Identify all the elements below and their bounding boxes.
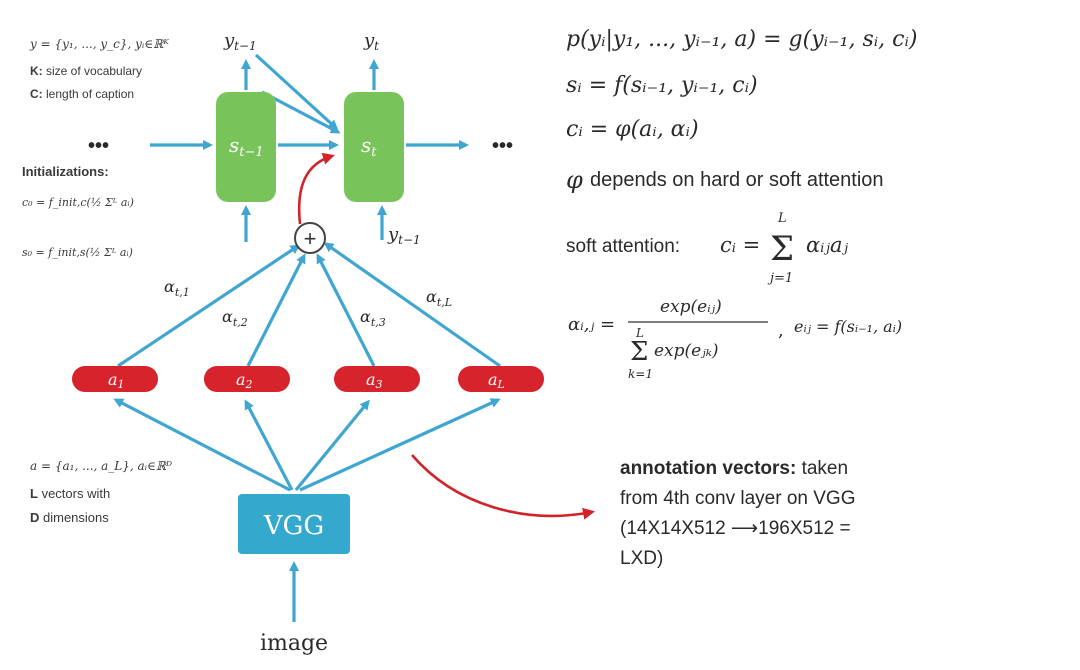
alpha-t3-label: αt,3 [360,307,386,329]
equation-output-prob: p(yᵢ|y₁, ..., yᵢ₋₁, a) = g(yᵢ₋₁, sᵢ, cᵢ) [566,27,918,52]
soft-attention-label: soft attention: [566,236,680,257]
dots-right: ••• [492,135,513,157]
context-sum-node: + [294,222,326,254]
alpha-t2-label: αt,2 [222,307,248,329]
vgg-label: VGG [263,511,324,541]
phi-symbol: φ [566,166,583,194]
equation-context: cᵢ = φ(aᵢ, αᵢ) [566,117,699,142]
rnn-cell-prev: st−1 [216,92,276,202]
annotation-node-a1-label: a1 [108,370,125,391]
annotation-set-notes: a = {a₁, ..., a_L}, aᵢ∈ℝᴰ L vectors with… [30,459,172,525]
k-note: K: size of vocabulary [30,64,142,78]
vgg-encoder: VGG [238,494,350,554]
initializations-title: Initializations: [22,164,109,179]
annotation-line-4: LXD) [620,548,663,569]
edge-a2-to-plus [246,253,306,367]
equations-panel: p(yᵢ|y₁, ..., yᵢ₋₁, a) = g(yᵢ₋₁, sᵢ, cᵢ)… [566,27,918,381]
phi-description: depends on hard or soft attention [590,169,884,191]
l-note: L vectors with [30,486,110,501]
energy-definition: eᵢⱼ = f(sᵢ₋₁, aᵢ) [794,317,902,336]
soft-sum-upper: L [777,211,787,226]
equation-comma: , [778,320,784,341]
alpha-softmax-denominator: exp(eⱼₖ) [654,341,719,361]
alpha-den-sum-upper: L [635,326,644,340]
annotation-line-2: from 4th conv layer on VGG [620,488,856,509]
diagram-edges [113,53,501,622]
annotation-callout-arrow [411,454,595,520]
initializations-notes: Initializations: c₀ = f_init,c(½ Σᴸ aᵢ) … [22,164,134,259]
annotation-node-a1: a1 [72,366,158,392]
soft-attention-term: αᵢⱼaⱼ [806,233,848,257]
edge-yprev-to-scur [254,53,339,131]
context-to-state-arrow [297,152,335,225]
output-y-current: yt [363,30,379,53]
rnn-cell-prev-label: st−1 [229,133,264,160]
soft-attention-lhs: cᵢ = [720,233,760,257]
s0-init-equation: s₀ = f_init,s(½ Σᴸ aᵢ) [22,246,133,259]
y-definition: y = {y₁, ..., y_c}, yᵢ∈ℝᴷ [29,37,170,51]
annotation-node-a3-label: a3 [366,370,383,391]
edge-vgg-to-a1 [113,398,291,492]
rnn-cell-current-label: st [361,133,377,160]
edge-vgg-to-aL [299,398,501,492]
edge-a1-to-plus [117,244,301,368]
soft-sum-lower: j=1 [767,271,793,286]
annotation-node-aL-label: aL [488,370,505,391]
d-note: D dimensions [30,510,109,525]
c0-init-equation: c₀ = f_init,c(½ Σᴸ aᵢ) [22,196,134,209]
annotation-node-a2: a2 [204,366,290,392]
annotation-line-3: (14X14X512 ⟶196X512 = [620,518,851,539]
plus-symbol: + [304,226,317,251]
edge-aL-to-plus [323,242,501,368]
alpha-t1-label: αt,1 [164,277,190,299]
input-y-prev: yt−1 [387,224,421,247]
alpha-den-sum-symbol: Σ [630,337,648,367]
equation-state-update: sᵢ = f(sᵢ₋₁, yᵢ₋₁, cᵢ) [566,73,758,98]
alpha-tL-label: αt,L [426,287,452,309]
edge-vgg-to-a2 [244,399,294,491]
alpha-softmax-numerator: exp(eᵢⱼ) [660,297,722,317]
annotation-node-a2-label: a2 [236,370,253,391]
annotation-node-a3: a3 [334,366,420,392]
dots-left: ••• [88,135,109,157]
alpha-den-sum-lower: k=1 [628,367,653,381]
image-input-label: image [260,631,328,656]
alpha-softmax-lhs: αᵢ,ⱼ = [568,314,615,335]
c-note: C: length of caption [30,87,134,101]
vocabulary-notes: y = {y₁, ..., y_c}, yᵢ∈ℝᴷ K: size of voc… [29,37,170,101]
annotation-line-1: annotation vectors: taken [620,458,848,479]
annotation-vectors-note: annotation vectors: taken from 4th conv … [620,458,856,569]
edge-vgg-to-a3 [294,399,370,492]
annotation-node-aL: aL [458,366,544,392]
soft-sum-symbol: Σ [770,229,794,269]
output-y-prev: yt−1 [223,30,257,53]
a-definition: a = {a₁, ..., a_L}, aᵢ∈ℝᴰ [30,459,172,473]
edge-a3-to-plus [316,253,376,367]
rnn-cell-current: st [344,92,404,202]
